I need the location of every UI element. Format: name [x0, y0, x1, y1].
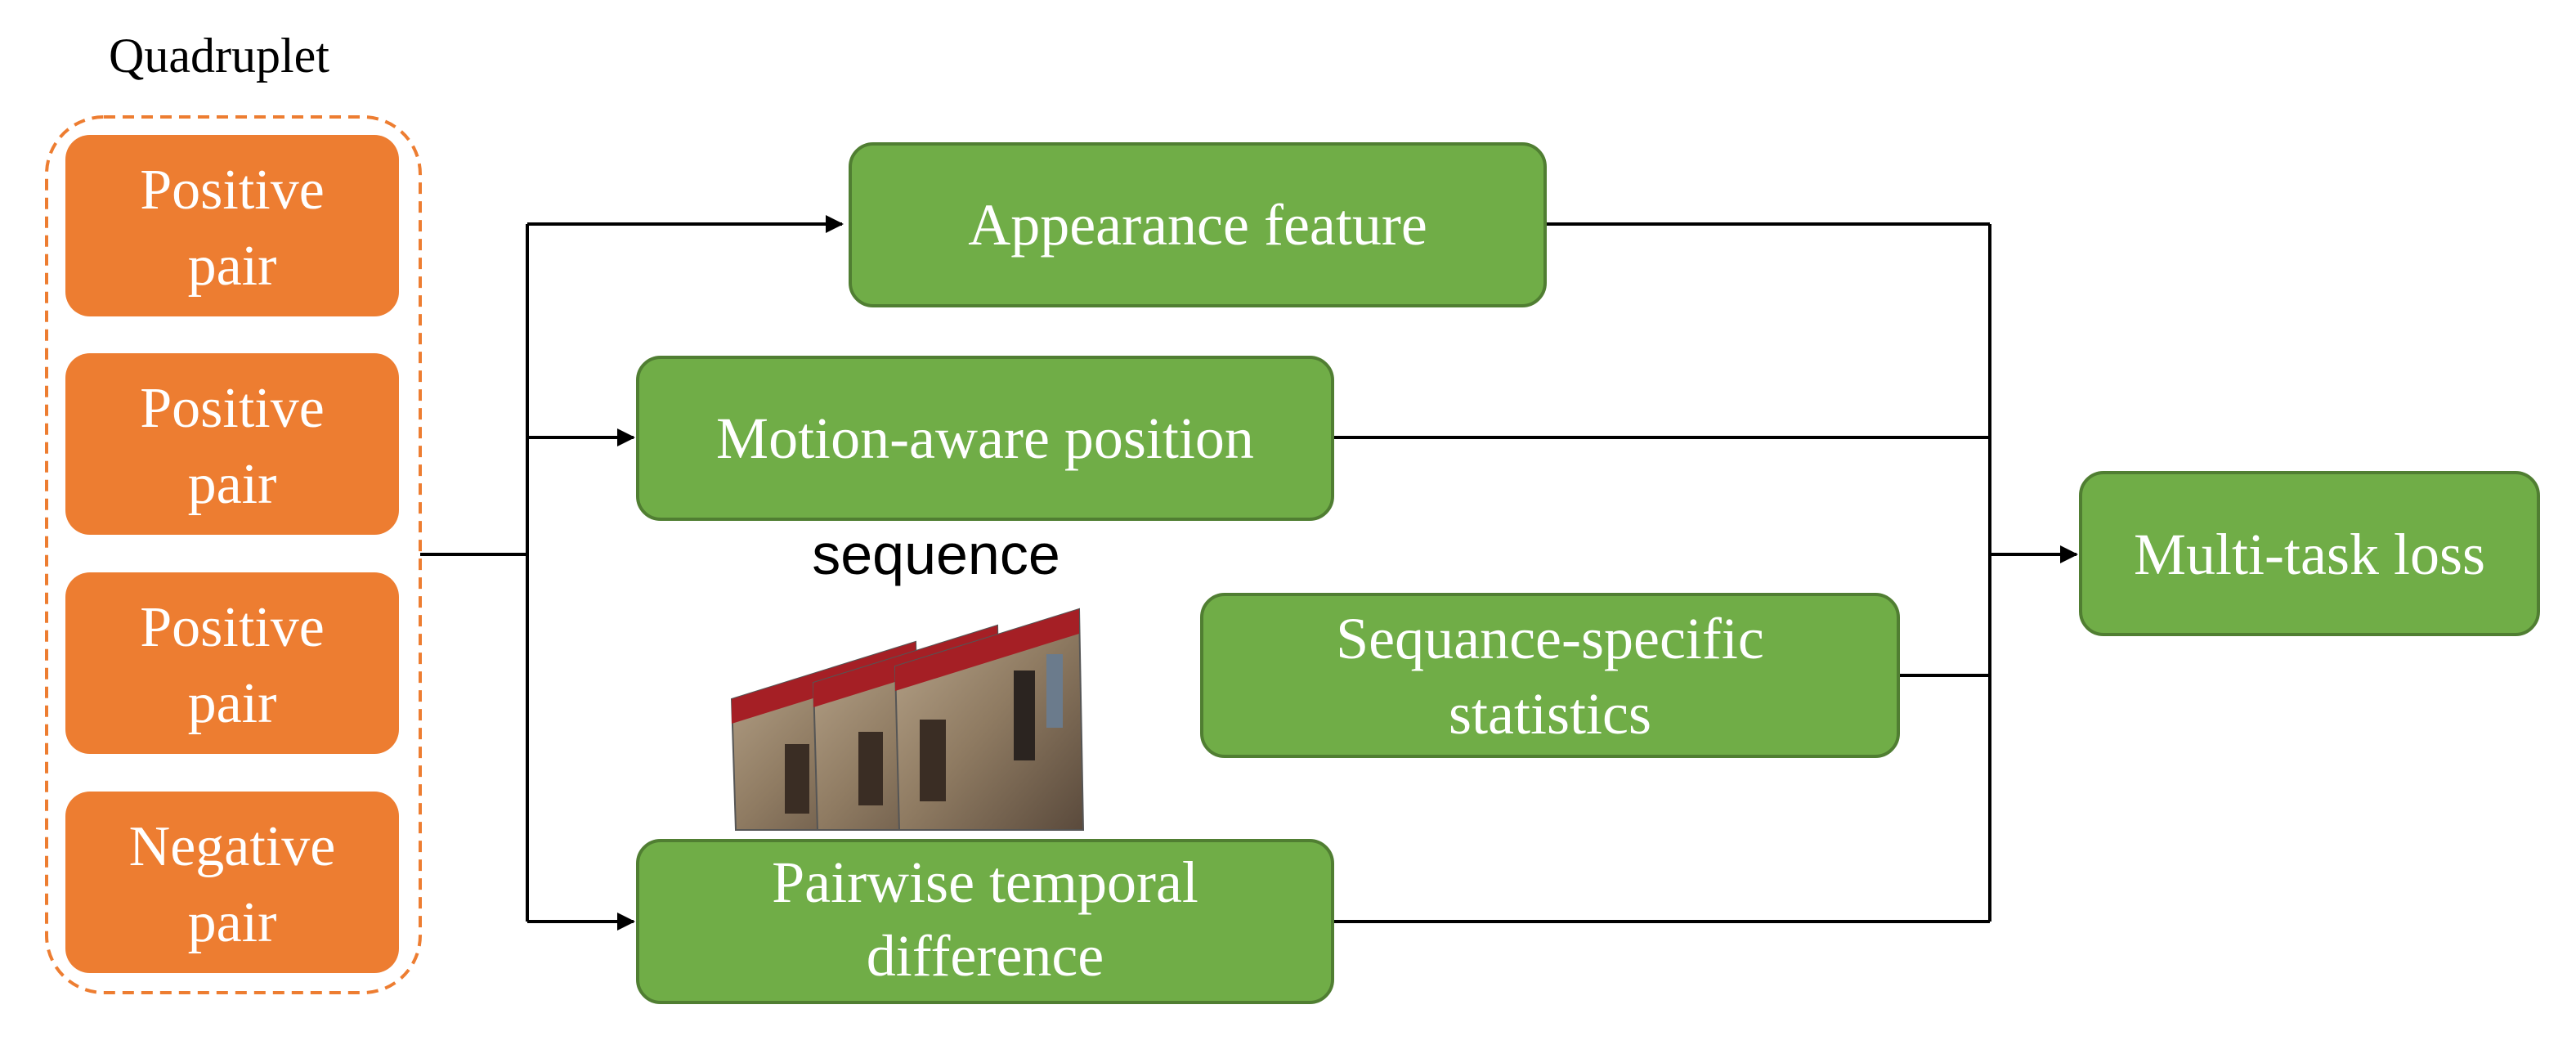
- sequence-label: sequence: [812, 522, 1060, 586]
- temporal-difference-line2: difference: [867, 923, 1104, 989]
- temporal-difference-box: Pairwise temporal difference: [636, 839, 1334, 1004]
- pair-box-2-line1: Positive: [140, 377, 325, 440]
- pair-box-4-line1: Negative: [129, 815, 336, 878]
- multi-task-loss-box: Multi-task loss: [2079, 471, 2540, 636]
- pair-box-3: Positive pair: [65, 572, 399, 754]
- pair-box-2: Positive pair: [65, 353, 399, 535]
- pair-box-1: Positive pair: [65, 135, 399, 316]
- input-connectors: [420, 215, 844, 931]
- pair-box-1-line2: pair: [188, 235, 277, 298]
- pair-box-4-line2: pair: [188, 891, 277, 954]
- quadruplet-title: Quadruplet: [109, 29, 329, 83]
- quadruplet-container: [45, 115, 422, 994]
- pair-box-2-line2: pair: [188, 453, 277, 516]
- pair-box-1-line1: Positive: [140, 159, 325, 222]
- multi-task-loss-label: Multi-task loss: [2134, 522, 2485, 587]
- statistics-box: Sequance-specific statistics: [1200, 593, 1900, 758]
- motion-position-label: Motion-aware position: [716, 406, 1254, 471]
- appearance-feature-label: Appearance feature: [968, 192, 1427, 258]
- statistics-label-line2: statistics: [1449, 681, 1651, 747]
- statistics-label-line1: Sequance-specific: [1336, 606, 1764, 671]
- sequence-frame-3: [894, 608, 1085, 831]
- appearance-feature-box: Appearance feature: [849, 142, 1547, 307]
- temporal-difference-line1: Pairwise temporal: [772, 850, 1198, 915]
- motion-position-box: Motion-aware position: [636, 356, 1334, 521]
- pair-box-4: Negative pair: [65, 792, 399, 973]
- output-connectors: [1333, 222, 2078, 923]
- pair-box-3-line1: Positive: [140, 596, 325, 659]
- sequence-frames-image: [730, 608, 1085, 831]
- pair-box-3-line2: pair: [188, 672, 277, 735]
